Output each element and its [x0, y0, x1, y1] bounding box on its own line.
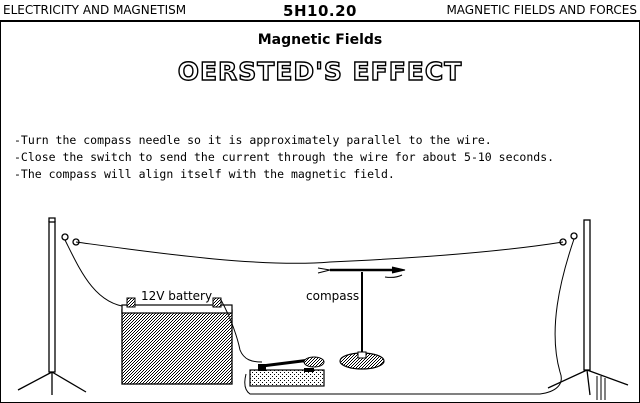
instructions: -Turn the compass needle so it is approx… [14, 132, 554, 183]
left-stand [17, 217, 87, 395]
header-code: 5H10.20 [283, 2, 357, 20]
battery: 12V battery [121, 289, 233, 385]
knife-switch [249, 356, 325, 387]
overhead-wire [75, 241, 564, 264]
right-stand [547, 219, 629, 396]
compass [317, 266, 406, 370]
instruction-line: -The compass will align itself with the … [14, 167, 395, 181]
header-bar: ELECTRICITY AND MAGNETISM 5H10.20 MAGNET… [0, 0, 640, 22]
instruction-line: -Close the switch to send the current th… [14, 150, 555, 164]
subtitle: Magnetic Fields [257, 32, 383, 48]
battery-label: 12V battery [141, 289, 212, 303]
title-graphic: OERSTED'S EFFECT [177, 56, 463, 86]
battery-switch-wire [220, 299, 263, 363]
header-topic: ELECTRICITY AND MAGNETISM [3, 3, 187, 17]
page-title: OERSTED'S EFFECT [178, 57, 463, 86]
return-wire [244, 238, 575, 395]
wire-ends [596, 376, 606, 400]
instruction-line: -Turn the compass needle so it is approx… [14, 133, 492, 147]
left-down-wire [64, 239, 130, 308]
compass-label: compass [306, 289, 359, 303]
header-category: MAGNETIC FIELDS AND FORCES [446, 3, 637, 17]
